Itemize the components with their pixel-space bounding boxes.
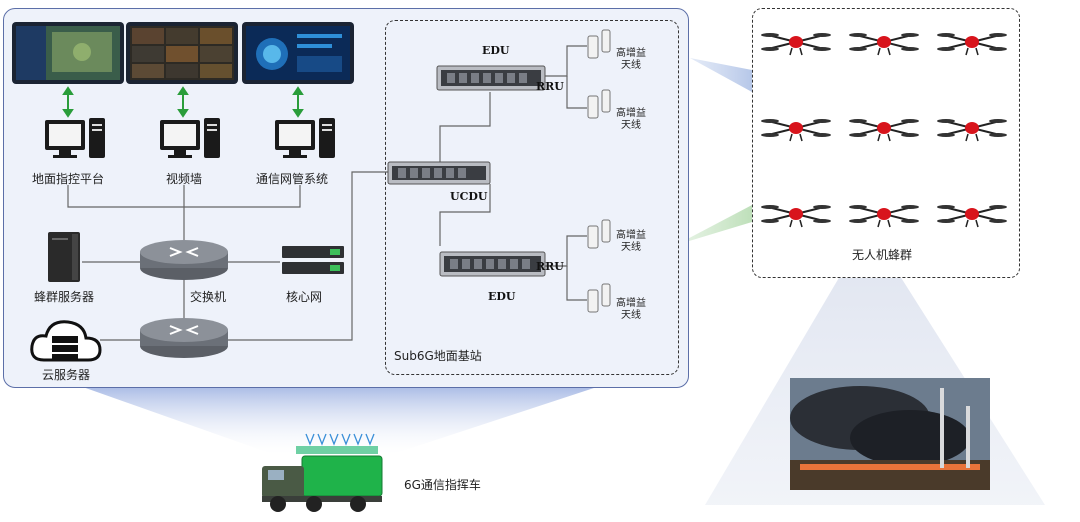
- fire-scene-photo: [790, 378, 990, 490]
- drones-graphic: [761, 33, 1007, 228]
- cloud-server-icon: [30, 320, 102, 362]
- switch-icon: [140, 318, 228, 358]
- server-tower-icon: [48, 232, 80, 282]
- platform-label-command: 地面指控平台: [32, 172, 105, 186]
- core-network-icon: [282, 246, 344, 274]
- ucdu-server-icon: [387, 161, 491, 185]
- rru-label-top: RRU: [536, 80, 564, 93]
- edu-server-icon: [436, 65, 546, 91]
- switch-icon: [140, 240, 228, 280]
- downlink-beam: [676, 205, 752, 245]
- drone-icon: [849, 119, 919, 142]
- drone-icon: [849, 33, 919, 56]
- antenna-icon: [587, 29, 611, 313]
- vehicle-beam: [80, 386, 600, 455]
- cloud-server-label: 云服务器: [42, 368, 91, 382]
- antenna-label: 高增益天线: [616, 298, 646, 321]
- link-arrows: [62, 86, 304, 118]
- rru-label-bottom: RRU: [536, 260, 564, 273]
- pc-icon: [275, 118, 335, 158]
- swarm-server-label: 蜂群服务器: [34, 290, 95, 304]
- switch-label: 交换机: [190, 290, 227, 304]
- antenna-label: 高增益天线: [616, 48, 646, 71]
- drone-icon: [761, 205, 831, 228]
- ucdu-label: UCDU: [450, 190, 488, 203]
- platform-label-network: 通信网管系统: [256, 172, 329, 186]
- edu-server-icon: [439, 251, 546, 277]
- edu-label-top: EDU: [482, 44, 510, 57]
- vehicle-label: 6G通信指挥车: [404, 478, 481, 492]
- command-vehicle-icon: [262, 433, 383, 512]
- antenna-label: 高增益天线: [616, 108, 646, 131]
- pc-icon: [160, 118, 220, 158]
- screen-video: [126, 22, 238, 84]
- screen-command: [12, 22, 124, 84]
- core-network-label: 核心网: [286, 290, 323, 304]
- uplink-beam: [690, 58, 752, 92]
- wiring: [67, 45, 587, 341]
- antenna-label: 高增益天线: [616, 230, 646, 253]
- drone-icon: [761, 119, 831, 142]
- drone-swarm-box: [752, 8, 1020, 278]
- swarm-label: 无人机蜂群: [852, 248, 913, 262]
- screen-network: [242, 22, 354, 84]
- drone-icon: [937, 205, 1007, 228]
- drone-icon: [937, 119, 1007, 142]
- drone-icon: [849, 205, 919, 228]
- edu-label-bottom: EDU: [488, 290, 516, 303]
- drone-icon: [761, 33, 831, 56]
- drone-icon: [937, 33, 1007, 56]
- drone-grid: [752, 8, 1018, 276]
- platform-label-video: 视频墙: [166, 172, 203, 186]
- ground-base-station-box: [385, 20, 679, 375]
- station-title: Sub6G地面基站: [394, 349, 482, 363]
- pc-icon: [45, 118, 105, 158]
